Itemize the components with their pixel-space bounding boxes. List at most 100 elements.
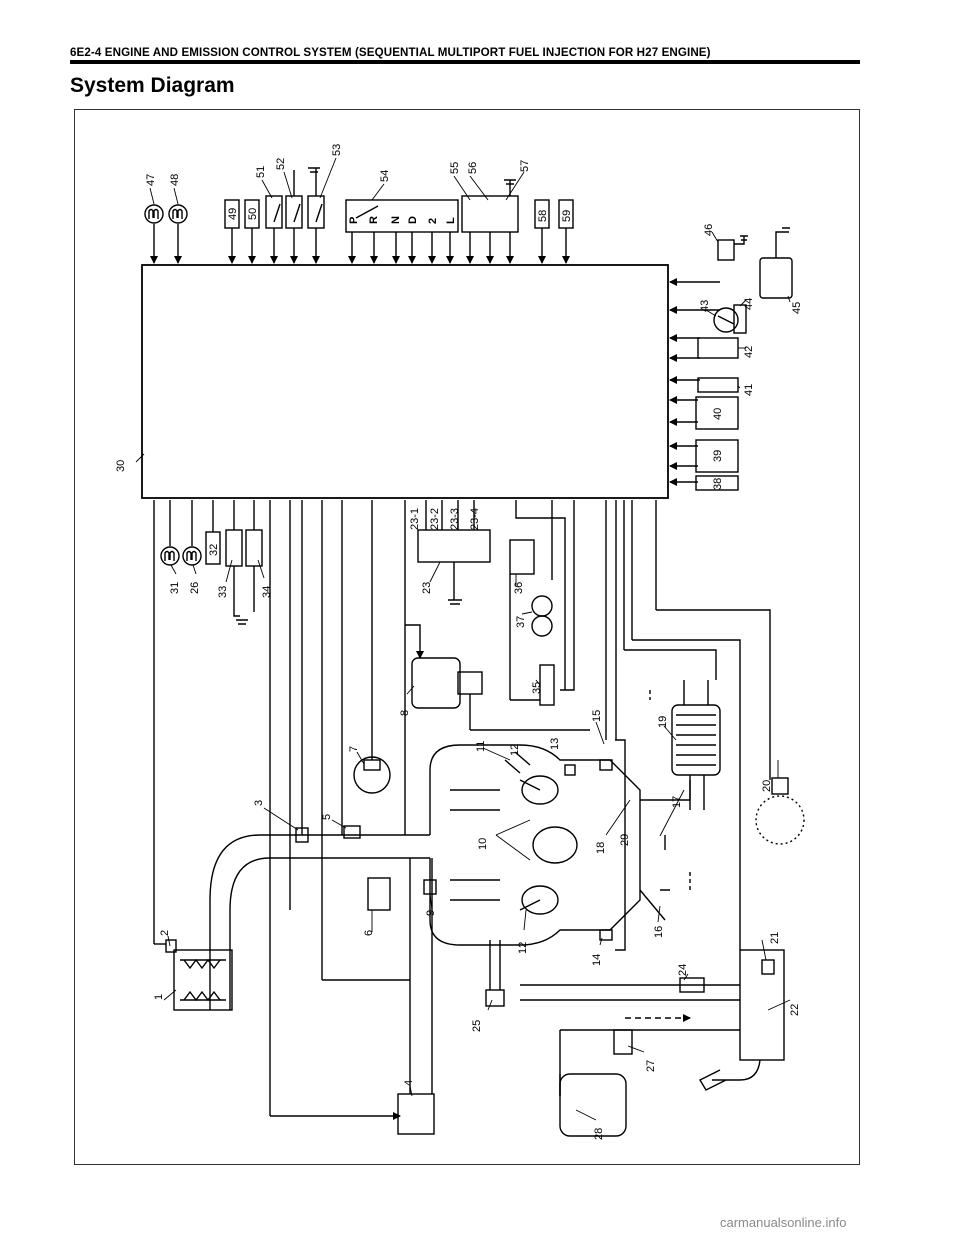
label-10: 10 <box>477 838 489 850</box>
diagram-frame <box>74 109 860 1165</box>
label-53: 53 <box>331 144 343 156</box>
label-22: 22 <box>789 1004 801 1016</box>
watermark: carmanualsonline.info <box>720 1215 847 1230</box>
label-23-1: 23-1 <box>409 508 421 530</box>
lamp-26 <box>182 546 202 566</box>
connector-23 <box>417 529 491 563</box>
box-40 <box>695 396 739 430</box>
label-49: 49 <box>227 208 239 220</box>
label-18: 18 <box>595 842 607 854</box>
sensor-43 <box>713 307 739 333</box>
sensor-2 <box>165 939 177 953</box>
label-23-3: 23-3 <box>449 508 461 530</box>
page-title: System Diagram <box>70 74 235 97</box>
box-42 <box>697 337 739 359</box>
label-11: 11 <box>475 741 487 752</box>
sensor-5 <box>343 825 361 839</box>
lamp-47 <box>144 204 164 224</box>
label-21: 21 <box>769 932 781 944</box>
label-33: 33 <box>217 586 229 598</box>
label-34: 34 <box>261 586 273 598</box>
shift-switch-54 <box>345 199 459 233</box>
switch-33 <box>225 529 243 567</box>
label-9: 9 <box>425 910 437 916</box>
switch-55-57 <box>461 195 519 233</box>
fuel-pump-21 <box>761 959 775 975</box>
label-47: 47 <box>145 174 157 186</box>
box-50 <box>244 199 260 229</box>
label-15: 15 <box>591 710 603 722</box>
label-2: 2 <box>159 930 171 936</box>
injector-11 <box>504 751 531 774</box>
label-35: 35 <box>531 682 543 694</box>
box-49 <box>224 199 240 229</box>
label-50: 50 <box>247 208 259 220</box>
label-44: 44 <box>743 298 755 310</box>
box-44 <box>733 304 747 334</box>
page-header: 6E2-4 ENGINE AND EMISSION CONTROL SYSTEM… <box>70 44 860 64</box>
label-6: 6 <box>363 930 375 936</box>
fuel-tank <box>739 949 785 1061</box>
label-54: 54 <box>379 170 391 182</box>
label-48: 48 <box>169 174 181 186</box>
shift-2: 2 <box>427 218 439 224</box>
label-42: 42 <box>743 346 755 358</box>
header-title: 6E2-4 ENGINE AND EMISSION CONTROL SYSTEM… <box>70 46 711 59</box>
label-17: 17 <box>671 796 683 808</box>
label-51: 51 <box>255 166 267 178</box>
label-46: 46 <box>703 224 715 236</box>
label-52: 52 <box>275 158 287 170</box>
lamp-48 <box>168 204 188 224</box>
top-signal-lines <box>150 224 570 264</box>
label-16: 16 <box>653 926 665 938</box>
battery-45 <box>759 257 793 299</box>
label-27: 27 <box>645 1060 657 1072</box>
label-1: 1 <box>153 994 165 1000</box>
switch-51 <box>265 195 283 229</box>
label-28: 28 <box>593 1128 605 1140</box>
label-32: 32 <box>208 544 220 556</box>
label-29: 29 <box>619 834 631 846</box>
label-12b: 12 <box>517 942 529 954</box>
label-39: 39 <box>712 450 724 462</box>
header-rule <box>70 60 860 64</box>
shift-d: D <box>407 216 419 224</box>
air-cleaner-1 <box>173 949 233 1011</box>
box-36 <box>509 539 535 575</box>
label-38: 38 <box>712 478 724 490</box>
label-8: 8 <box>399 710 411 716</box>
label-7: 7 <box>348 746 360 752</box>
label-5: 5 <box>321 814 333 820</box>
valve-4 <box>397 1093 435 1135</box>
label-23: 23 <box>421 582 433 594</box>
filter-24 <box>679 977 705 993</box>
label-30: 30 <box>115 460 127 472</box>
label-20: 20 <box>761 780 773 792</box>
box-46 <box>717 239 735 261</box>
sensor-3 <box>295 827 309 843</box>
label-13: 13 <box>549 738 561 750</box>
canister-28 <box>559 1073 627 1137</box>
label-12a: 12 <box>509 744 521 756</box>
label-45: 45 <box>791 302 803 314</box>
lamp-31 <box>160 546 180 566</box>
label-19: 19 <box>657 716 669 728</box>
distributor-7 <box>353 756 391 794</box>
label-23-4: 23-4 <box>469 508 481 530</box>
regulator-25 <box>485 989 505 1007</box>
label-26: 26 <box>189 582 201 594</box>
box-41 <box>697 377 739 393</box>
label-59: 59 <box>561 210 573 222</box>
catalyst-19 <box>671 704 721 776</box>
switch-34 <box>245 529 263 567</box>
label-58: 58 <box>537 210 549 222</box>
label-37: 37 <box>515 616 527 628</box>
shift-p: P <box>348 217 360 224</box>
engine-block <box>429 744 641 946</box>
injector-12b <box>519 899 541 911</box>
valve-8 <box>411 657 461 709</box>
label-3: 3 <box>253 800 265 806</box>
label-40: 40 <box>712 408 724 420</box>
right-signal-lines <box>669 278 720 486</box>
